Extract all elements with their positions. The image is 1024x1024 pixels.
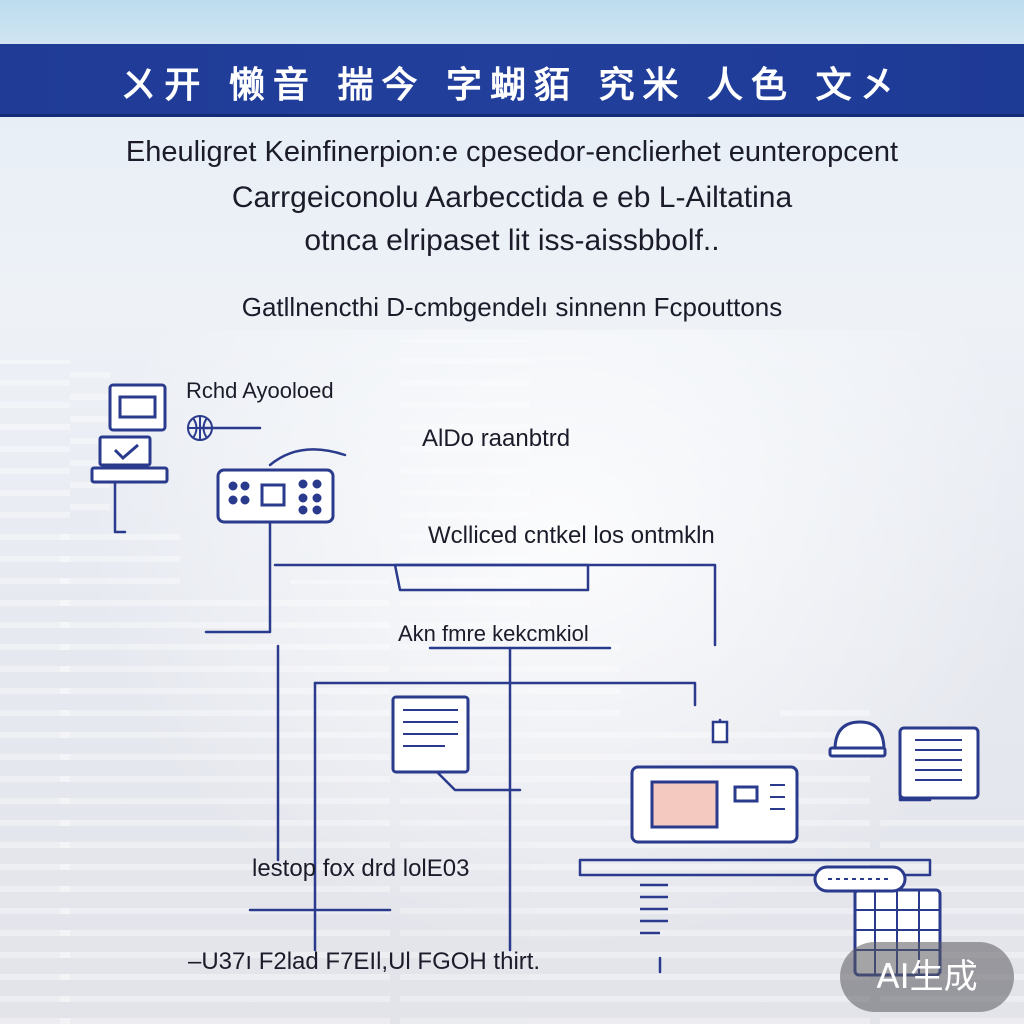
globe-icon — [188, 416, 212, 440]
document-icon — [393, 697, 468, 772]
connector-line — [395, 565, 588, 590]
label-footer: –U37ı F2lad F7EIl,Ul FGOH thirt. — [188, 948, 540, 976]
label-top-right: AlDo raanbtrd — [422, 425, 570, 453]
monitor-icon — [92, 385, 167, 482]
laptop-icon — [632, 767, 797, 842]
list-icon — [640, 885, 668, 933]
control-panel-icon — [218, 470, 333, 522]
connector-line — [315, 683, 695, 705]
label-bottom-left: lestop fox drd lolE03 — [252, 855, 469, 883]
label-middle: Wclliced cntkel los ontmkln — [428, 522, 715, 550]
ai-generated-badge: AI生成 — [840, 942, 1014, 1012]
cloud-icon — [830, 722, 885, 756]
search-bar-icon — [815, 867, 905, 891]
connector-node — [713, 722, 727, 742]
report-icon — [900, 728, 978, 798]
label-top-left: Rchd Ayooloed — [186, 378, 334, 404]
connector-line — [206, 522, 270, 632]
label-lower: Akn fmre kekcmkiol — [398, 621, 589, 647]
connector-line — [115, 482, 125, 532]
connector-line — [270, 449, 345, 465]
